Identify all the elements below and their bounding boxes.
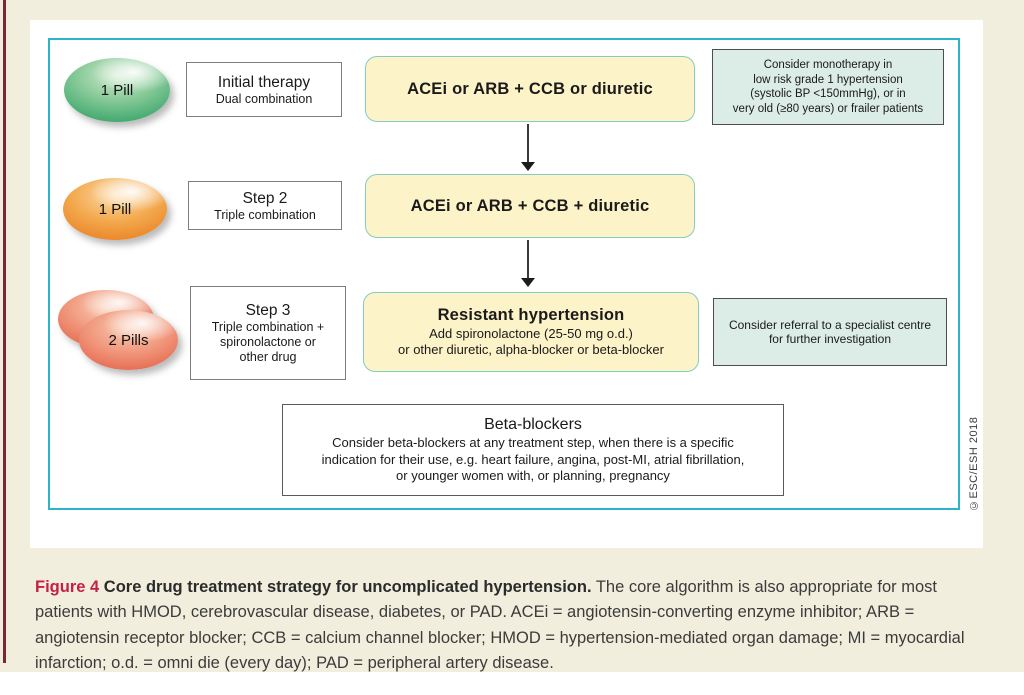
therapy-detail: Add spironolactone (25-50 mg o.d.) or ot…	[398, 326, 664, 357]
therapy-box-dual-combination: ACEi or ARB + CCB or diuretic	[365, 56, 695, 122]
figure-panel: 1 Pill Initial therapy Dual combination …	[30, 20, 983, 548]
copyright-label: ©ESC/ESH 2018	[968, 416, 980, 512]
note-box-specialist-referral: Consider referral to a specialist centre…	[713, 298, 947, 366]
beta-blockers-title: Beta-blockers	[484, 416, 582, 434]
red-pill-front-icon: 2 Pills	[79, 310, 178, 370]
step-title: Step 2	[242, 189, 288, 207]
therapy-title: ACEi or ARB + CCB or diuretic	[407, 79, 653, 98]
figure-title: Core drug treatment strategy for uncompl…	[103, 577, 592, 596]
beta-blockers-box: Beta-blockers Consider beta-blockers at …	[282, 404, 784, 496]
step-box-initial-therapy: Initial therapy Dual combination	[186, 62, 342, 117]
step-subtitle: Triple combination + spironolactone or o…	[211, 320, 325, 364]
therapy-title: Resistant hypertension	[437, 306, 625, 324]
pill-count-label: 2 Pills	[108, 331, 149, 349]
arrow-down-icon	[521, 240, 535, 287]
orange-pill-icon: 1 Pill	[63, 178, 167, 240]
step-box-step-2: Step 2 Triple combination	[188, 181, 342, 230]
two-pills-icon: 2 Pills	[58, 288, 180, 378]
arrow-down-icon	[521, 124, 535, 171]
step-title: Step 3	[245, 302, 291, 319]
pill-count-label: 1 Pill	[100, 81, 134, 99]
algorithm-frame: 1 Pill Initial therapy Dual combination …	[48, 38, 960, 510]
therapy-title: ACEi or ARB + CCB + diuretic	[410, 196, 650, 215]
step-title: Initial therapy	[217, 73, 311, 91]
therapy-box-resistant-hypertension: Resistant hypertension Add spironolacton…	[363, 292, 699, 372]
note-box-monotherapy: Consider monotherapy in low risk grade 1…	[712, 49, 944, 125]
step-subtitle: Triple combination	[214, 207, 316, 222]
beta-blockers-body: Consider beta-blockers at any treatment …	[321, 435, 745, 484]
step-subtitle: Dual combination	[215, 91, 313, 106]
figure-caption-body: The core algorithm is also appropriate f…	[35, 577, 965, 673]
therapy-box-triple-combination: ACEi or ARB + CCB + diuretic	[365, 174, 695, 238]
green-pill-icon: 1 Pill	[64, 58, 170, 122]
figure-caption: Figure 4 Core drug treatment strategy fo…	[35, 575, 991, 677]
pill-count-label: 1 Pill	[98, 200, 132, 218]
step-box-step-3: Step 3 Triple combination + spironolacto…	[190, 286, 346, 380]
page-margin-rule	[3, 0, 6, 663]
figure-number-label: Figure 4	[35, 577, 100, 596]
